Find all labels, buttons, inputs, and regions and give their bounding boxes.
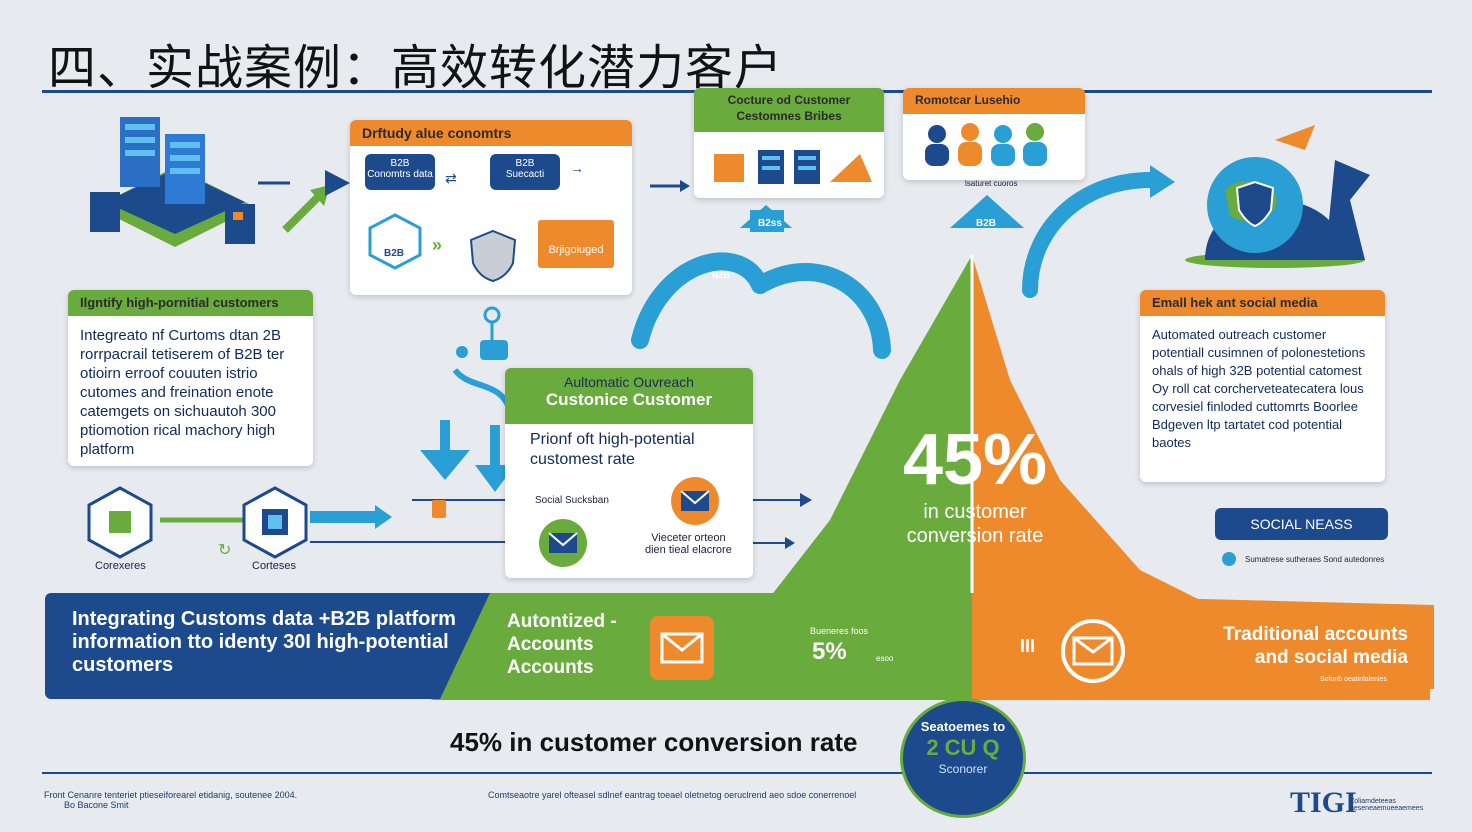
- funnel-green-slope: [430, 255, 972, 700]
- banner-mail-icon: [650, 616, 714, 680]
- funnel-orange-slope: [972, 255, 1430, 700]
- automatic-outreach-card: Aultomatic Ouvreach Custonice Customer P…: [505, 368, 753, 578]
- banner-mid-text: Autontized - Accounts Accounts: [507, 611, 617, 678]
- orange-label-box: Brjigoiuged: [538, 220, 614, 268]
- people-icon: [925, 123, 1047, 166]
- shield-icon: [469, 229, 517, 283]
- banner-globe-icon: [1061, 619, 1125, 683]
- orange-node-icon: [432, 500, 446, 518]
- data-flow-card-header: Drftudy alue conomtrs: [350, 120, 632, 146]
- left-icon-label-2: Corteses: [252, 560, 297, 572]
- footer-logo: TIGI: [1290, 786, 1357, 819]
- arc-far-right: [1022, 172, 1158, 298]
- email-social-card: Emall hek ant social media Automated out…: [1140, 290, 1385, 482]
- hexagon-icon: [368, 213, 422, 270]
- big-stat-line1: in customer: [923, 501, 1027, 523]
- banner-right-text: Traditional accounts and social media: [1223, 624, 1408, 668]
- identify-card-body: Integreato nf Curtoms dtan 2B rorrpacrai…: [80, 327, 285, 458]
- badge-2: B2B: [712, 270, 731, 280]
- big-stat: 45% in customer conversion rate: [890, 420, 1060, 548]
- footer-logo-note: Zoliamdeteeas aeseneaemueeaemees: [1350, 798, 1424, 812]
- banner-left-text: Integrating Customs data +B2B platform i…: [72, 608, 456, 676]
- social-label: Social Sucksban: [535, 495, 609, 506]
- server-stack-icon: [90, 117, 255, 247]
- outreach-team-card: Romotcar Lusehio: [903, 88, 1085, 180]
- hex-tag: B2B: [384, 248, 405, 259]
- customer-capture-card: Cocture od Customer Cestomnes Bribes: [694, 88, 884, 198]
- badge-1: B2ss: [758, 218, 782, 229]
- green-arrow-icon: »: [432, 235, 443, 255]
- outreach-team-header: Romotcar Lusehio: [903, 88, 1085, 114]
- banner-stat-unit: esoo: [876, 654, 894, 663]
- social-pill: SOCIAL NEASS: [1215, 508, 1388, 540]
- banner-stat-value: 5%: [812, 638, 847, 665]
- left-icon-label-1: Corexeres: [95, 560, 146, 572]
- arc-right: [751, 262, 891, 359]
- bottom-divider: [42, 772, 1432, 774]
- banner-stat-label: Bueneres foos: [810, 626, 869, 636]
- big-stat-line2: conversion rate: [906, 525, 1044, 547]
- banner-right-note: Sofonb oeatinlalenies: [1320, 676, 1387, 683]
- outreach-card-body: Prionf oft high-potential customest rate: [530, 431, 695, 468]
- footer-center: Comtseaotre yarel ofteasel sdlnef eantra…: [488, 790, 857, 800]
- circle-badge: Seatoemes to 2 CU Q Sconorer: [900, 698, 1026, 818]
- dot-icon: [1222, 552, 1236, 566]
- banner-mark: III: [1020, 636, 1036, 656]
- footer-left: Front Cenanre tenteriet ptieseiforearel …: [44, 790, 298, 810]
- mail-icon-orange: [671, 477, 719, 525]
- mail-icon-green: [539, 519, 587, 567]
- outreach-card-header: Aultomatic Ouvreach Custonice Customer: [505, 368, 753, 424]
- hexagon-shield-icon: [242, 486, 308, 559]
- b2b-box-2: B2B Suecacti: [490, 154, 560, 190]
- globe-shield-icon: [1185, 125, 1370, 268]
- outreach-bottom-label: Vieceter orteon dien tieal elacrore: [645, 532, 732, 556]
- badge-3: B2B: [976, 218, 997, 229]
- email-card-body: Automated outreach customer potentiall c…: [1152, 327, 1366, 450]
- refresh-icon: ↻: [218, 542, 232, 559]
- identify-card-header: Ilgntify high-pornitial customers: [68, 290, 313, 316]
- archive-icons: [714, 150, 872, 184]
- arc-left: [631, 252, 769, 349]
- email-card-header: Emall hek ant social media: [1140, 290, 1385, 316]
- outreach-team-caption: lsaturet cuoros: [965, 179, 1018, 188]
- b2b-box-1: B2B Conomtrs data: [365, 154, 435, 190]
- big-stat-value: 45%: [902, 420, 1048, 500]
- bottom-headline: 45% in customer conversion rate: [450, 727, 858, 757]
- right-arrow-icon: →: [570, 160, 584, 176]
- banner-blue: [45, 593, 495, 699]
- page-title: 四、实战案例：高效转化潜力客户: [48, 40, 784, 96]
- customer-capture-header: Cocture od Customer Cestomnes Bribes: [694, 88, 884, 132]
- data-flow-card: Drftudy alue conomtrs B2B Conomtrs data …: [350, 120, 632, 295]
- arrow-icon: ⇄: [445, 170, 457, 186]
- social-note: Sumatrese sutheraes Sond autedonres: [1245, 555, 1385, 564]
- identify-customers-card: Ilgntify high-pornitial customers Integr…: [68, 290, 313, 466]
- hexagon-package-icon: [87, 486, 153, 559]
